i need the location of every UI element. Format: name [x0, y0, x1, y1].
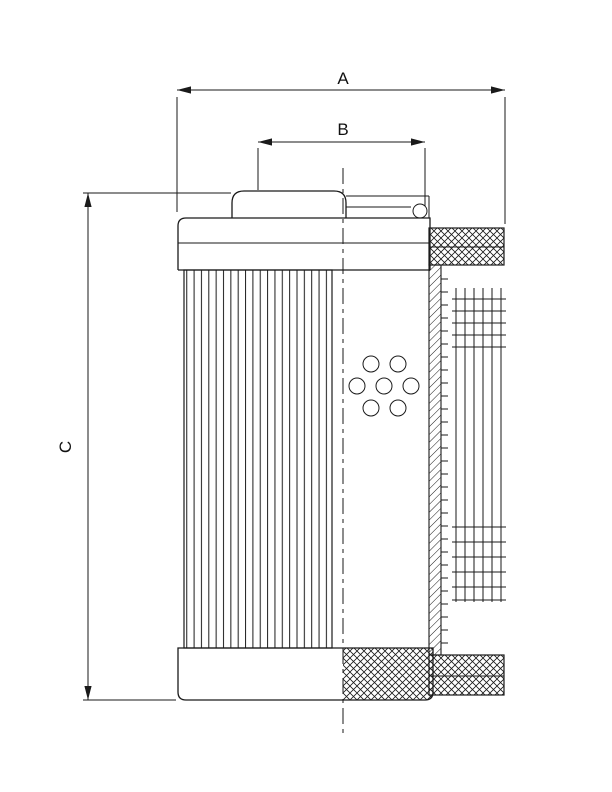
top-end-cap — [177, 190, 431, 271]
dim-c-label: C — [56, 441, 75, 453]
drain-hole — [362, 355, 380, 373]
dimension-a: A — [176, 69, 506, 224]
drain-hole — [402, 377, 420, 395]
drain-hole — [389, 355, 407, 373]
dim-a-arrow-left — [177, 86, 191, 94]
dim-b-arrow-right — [411, 138, 425, 146]
bottom-cap-outline — [177, 647, 434, 701]
valve-ball — [412, 203, 428, 219]
spring-ticks-lower — [452, 526, 506, 601]
drain-hole — [389, 399, 407, 417]
drain-hole — [348, 377, 366, 395]
drain-hole — [362, 399, 380, 417]
thread-crest-ticks — [441, 270, 448, 650]
bottom-flange-section — [428, 654, 505, 696]
wall-hatched-strip — [428, 264, 442, 656]
bypass-valve-cap — [231, 190, 347, 218]
bottom-cap-hatched-half — [343, 648, 433, 700]
dim-a-arrow-right — [491, 86, 505, 94]
spring-coil-lines — [455, 288, 502, 602]
dim-c-arrow-top — [84, 193, 92, 207]
top-flange-section — [428, 227, 505, 266]
top-cap-outline — [177, 217, 431, 270]
filter-pleats — [183, 269, 333, 649]
housing-wall-section — [428, 264, 448, 656]
dim-b-label: B — [337, 120, 348, 139]
dimension-b: B — [257, 120, 426, 206]
spring-ticks-upper — [452, 298, 506, 348]
dim-a-label: A — [337, 69, 349, 88]
bottom-flange-body — [428, 654, 505, 696]
spring-section — [452, 288, 506, 602]
dimension-c: C — [56, 192, 231, 701]
drain-holes — [348, 355, 420, 417]
dim-b-arrow-left — [258, 138, 272, 146]
dim-c-arrow-bottom — [84, 686, 92, 700]
bottom-end-cap — [177, 647, 434, 701]
drain-hole — [375, 377, 393, 395]
